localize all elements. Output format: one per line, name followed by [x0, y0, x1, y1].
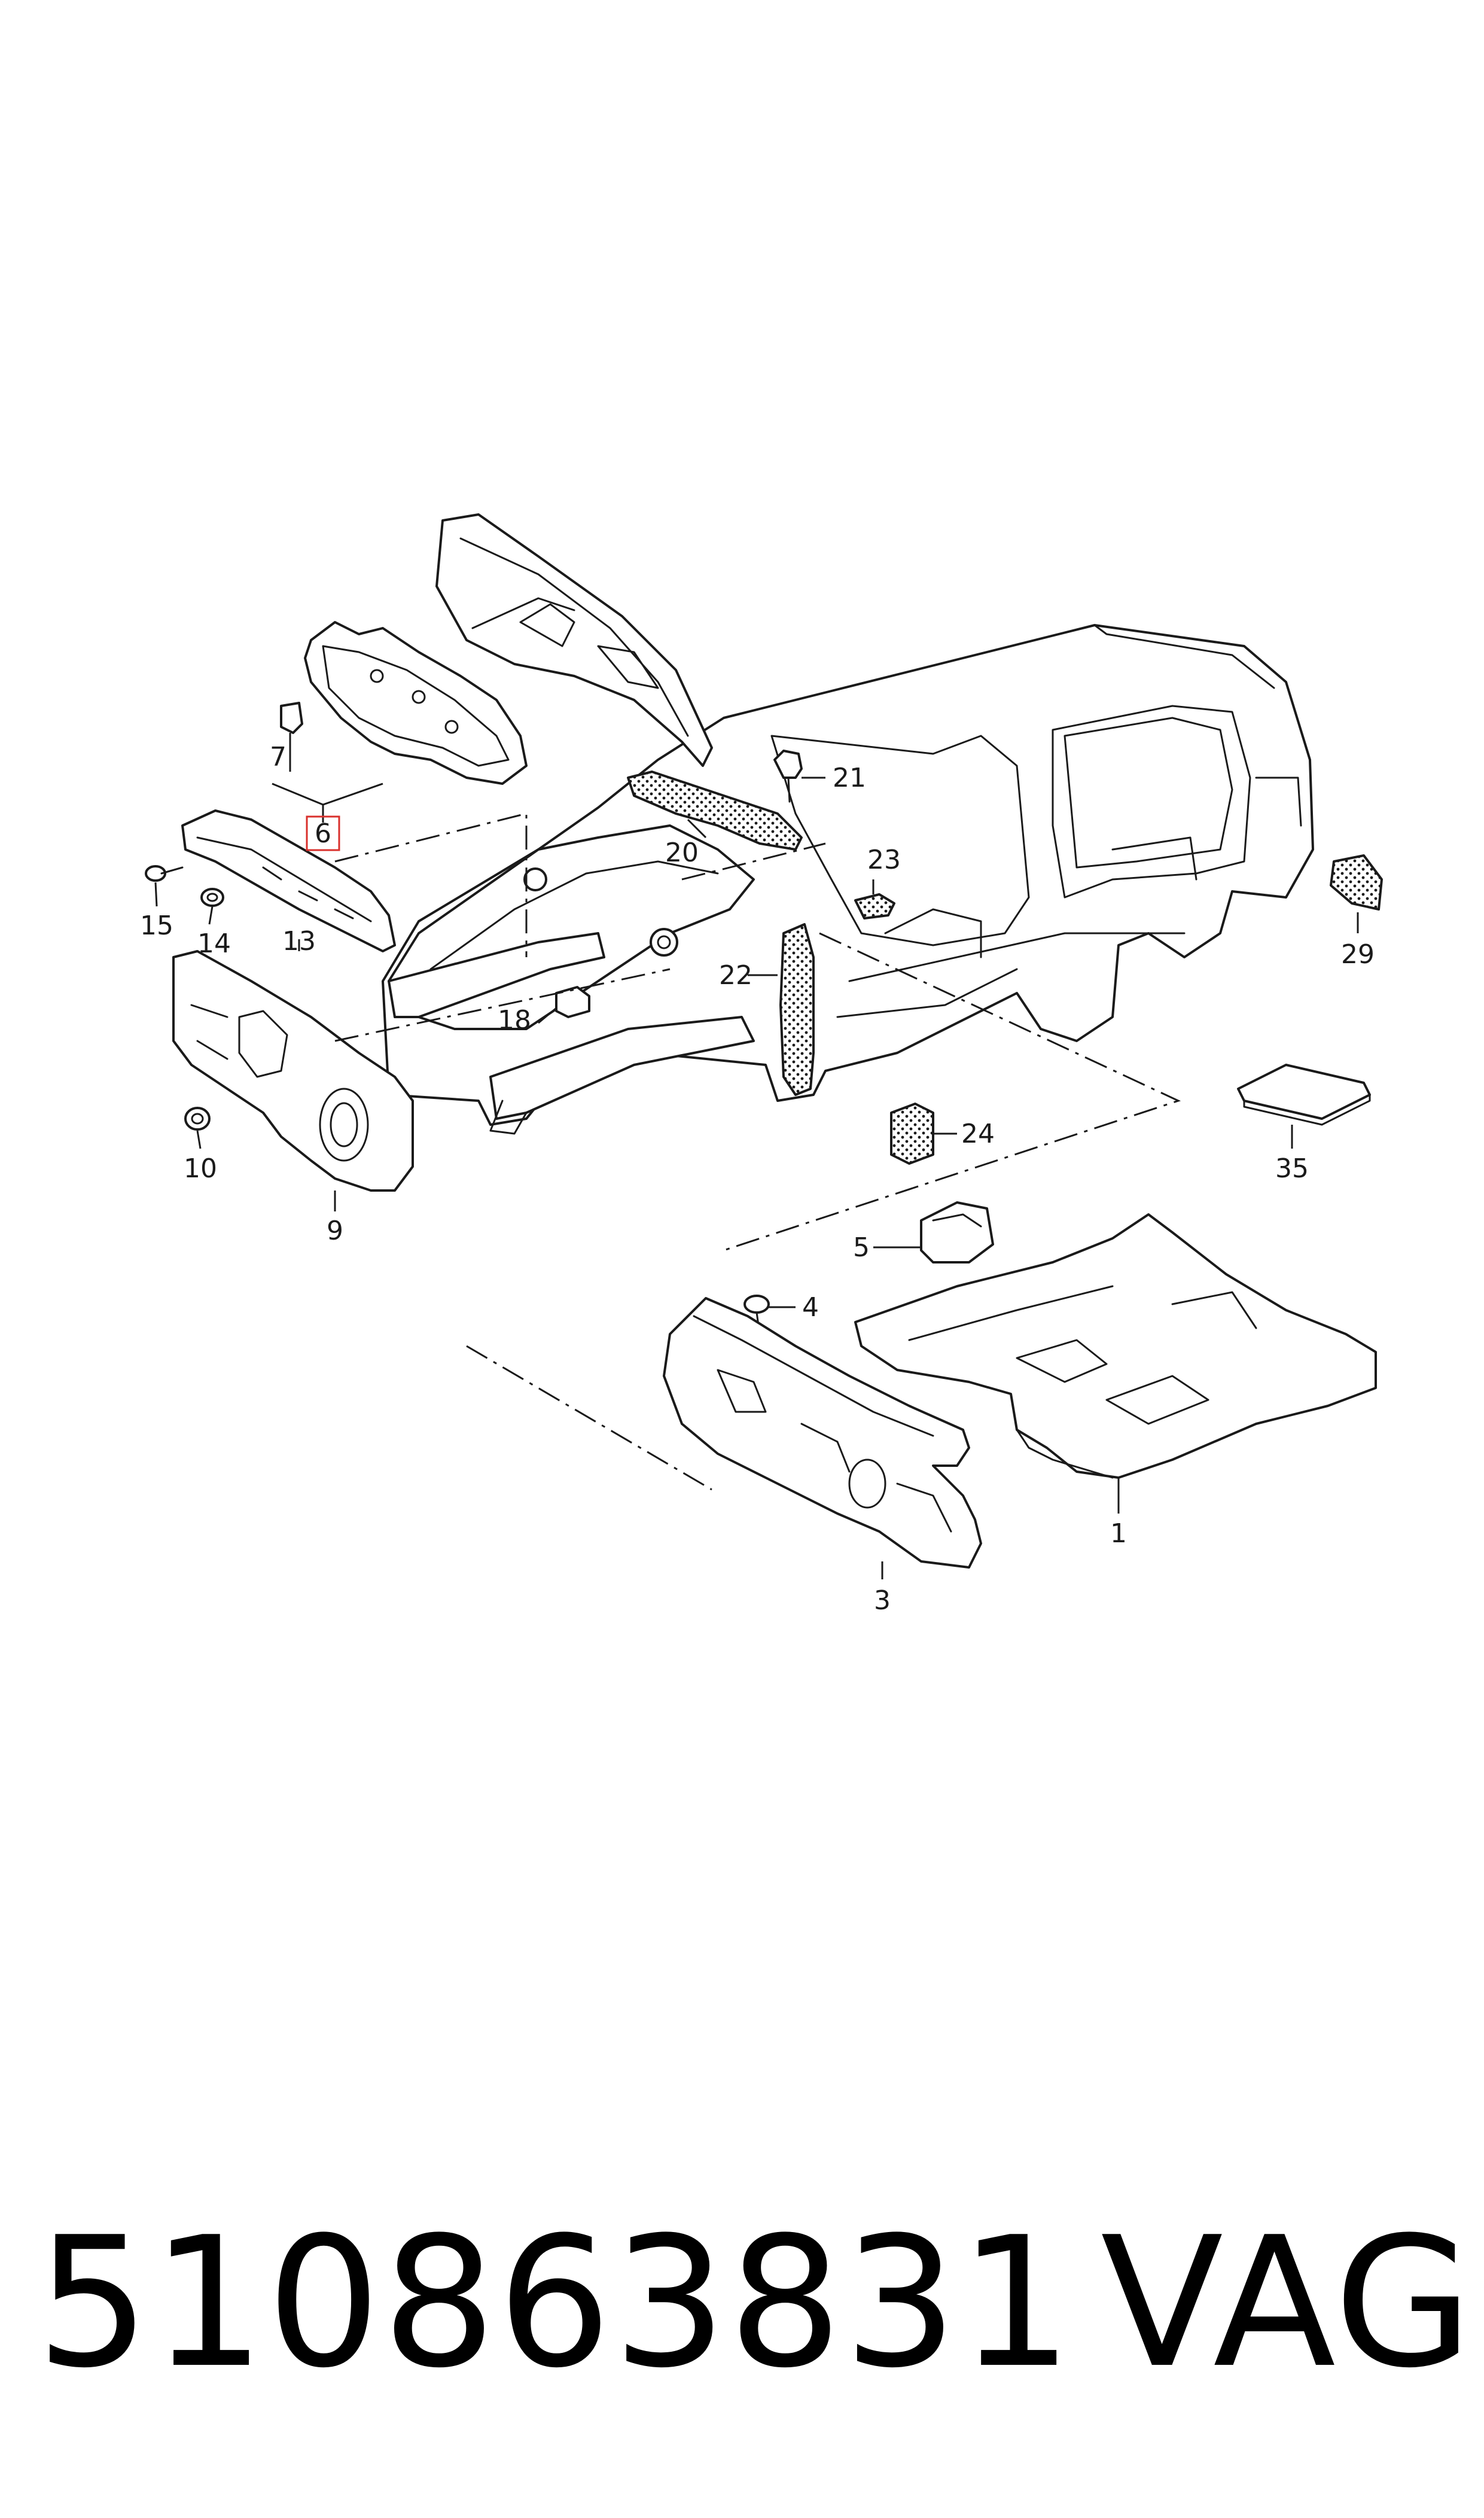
brand-label: VAG: [1101, 2199, 1474, 2407]
callout-21: 21: [833, 763, 866, 793]
part-14-grommet: [200, 888, 224, 907]
part-6-hood-insulation: [304, 621, 528, 785]
callout-18: 18: [498, 1005, 531, 1036]
part-18-block: [555, 986, 590, 1018]
callout-23: 23: [867, 845, 901, 875]
callout-6-highlight: [306, 815, 340, 851]
part-3-dash-insulation: [663, 1297, 982, 1569]
part-9-bulkhead-insulation: [172, 950, 414, 1192]
callout-7: 7: [270, 742, 287, 772]
part-15-screw: [145, 865, 184, 882]
leader-lines: [154, 733, 1359, 1579]
callout-20: 20: [665, 838, 699, 868]
part-4-clip: [743, 1295, 770, 1326]
part-13-water-box-cover: [181, 809, 396, 952]
callouts: 7 6 15 14 13 10 9 18 20 21 22 23 24 29 3…: [140, 742, 1375, 1616]
part-20-insulation-strip: [627, 771, 803, 851]
part-35-mat: [1237, 1064, 1371, 1126]
boundary-lines: [334, 812, 1181, 1491]
part-10-grommet: [184, 1107, 211, 1131]
callout-15: 15: [140, 911, 173, 941]
part-21-clip: [773, 750, 803, 803]
part-23-block: [854, 893, 895, 919]
callout-4: 4: [802, 1292, 819, 1323]
callout-3: 3: [874, 1585, 891, 1616]
hood: [435, 513, 713, 767]
part-5-tunnel-block: [920, 1201, 994, 1263]
callout-10: 10: [184, 1153, 217, 1184]
part-7-clip: [280, 702, 303, 734]
callout-35: 35: [1275, 1153, 1309, 1184]
part-1-floor-carpet: [854, 1213, 1377, 1479]
part-29-pad: [1330, 854, 1383, 911]
callout-9: 9: [327, 1216, 343, 1246]
callout-24: 24: [961, 1119, 995, 1149]
callout-29: 29: [1341, 939, 1375, 970]
callout-14: 14: [197, 928, 231, 959]
callout-5: 5: [853, 1232, 870, 1263]
part-22-pillar-foam: [779, 923, 815, 1096]
callout-13: 13: [282, 926, 316, 957]
part-number: 510863831: [36, 2199, 1074, 2407]
callout-22: 22: [719, 960, 752, 991]
callout-1: 1: [1110, 1518, 1127, 1549]
part-24-block: [890, 1103, 934, 1165]
car-body-shell: [382, 624, 1314, 1135]
callout-6: 6: [315, 818, 331, 849]
